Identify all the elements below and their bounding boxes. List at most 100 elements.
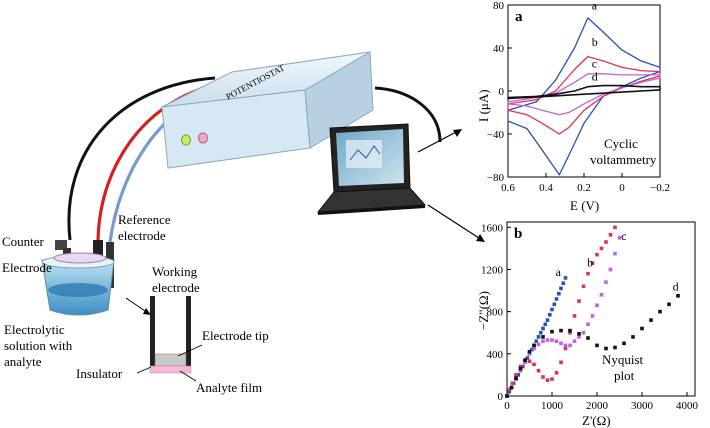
nyquist-point-a [550,307,554,312]
nyquist-point-d [658,309,662,314]
nyquist-point-a [559,286,563,291]
nyquist-point-b [541,375,545,379]
nyquist-point-a [563,276,568,280]
insulator-pointer [136,366,152,374]
nyquist-xtick-label: 2000 [586,400,609,412]
cv-ytick-label: 0 [499,86,505,98]
nyquist-point-c [613,251,617,256]
nyquist-point-d [586,336,590,340]
cv-curve-c [507,73,661,116]
nyquist-point-d [595,343,599,348]
nyquist-point-d [568,328,572,333]
nyquist-point-b [577,299,581,303]
nyquist-point-c [617,236,622,240]
working-label-line1: Working [152,264,198,279]
nyquist-point-d [577,332,581,336]
nyquist-point-d [509,385,514,390]
nyquist-point-c [541,339,545,343]
nyquist-ytick-label: 800 [487,307,504,319]
nyquist-point-a [534,339,539,343]
arrows [125,129,485,315]
electrochemical-cell [41,240,115,316]
nyquist-annotation-line1: Nyquist [602,352,644,367]
nyquist-point-c [532,346,536,351]
cv-xtick-label: 0.6 [501,182,515,194]
nyquist-point-c [595,303,599,308]
solution-surface [48,283,108,297]
nyquist-ytick-label: 1200 [481,264,504,276]
cv-curve-d [507,84,661,100]
nyquist-point-d [532,343,536,348]
cv-ylabel: I (μA) [476,89,491,122]
nyquist-annotation-line2: plot [614,368,635,383]
cv-ytick-label: 80 [493,0,505,12]
arrow-to-working [125,297,149,314]
nyquist-points [505,225,680,398]
nyquist-point-b [510,381,515,386]
nyquist-point-b [536,368,541,373]
nyquist-point-d [622,341,626,346]
nyquist-point-b [507,387,512,392]
nyquist-point-c [608,267,613,272]
analyte-film [149,365,192,374]
nyquist-point-d [550,329,554,334]
electrode-label: Electrode [2,260,52,275]
nyquist-point-a [536,335,541,339]
potentiostat-box: POTENTIOSTAT [161,51,374,169]
setup-labels: Counter Electrode Reference electrode El… [2,212,269,395]
nyquist-point-d [649,318,653,322]
nyquist-point-c [545,338,550,342]
cell-cap [53,252,107,264]
nyquist-point-a [507,390,511,394]
nyquist-point-c [554,339,559,343]
nyquist-point-b [563,346,568,351]
nyquist-xtick-label: 0 [504,400,510,412]
nyquist-point-c [559,341,563,346]
cv-ytick-label: 40 [493,43,505,55]
nyquist-series-label-c: c [621,229,626,243]
nyquist-point-a [516,373,521,377]
nyquist-point-a [521,364,525,369]
reference-label-line2: electrode [118,228,166,243]
nyquist-point-b [581,284,586,289]
nyquist-point-b [527,359,532,363]
counter-connector [55,240,67,250]
nyquist-point-b [572,314,577,318]
nyquist-point-d [527,349,532,354]
nyquist-series-label-a: a [556,265,562,279]
working-label-line2: electrode [152,280,200,295]
nyquist-point-d [541,335,545,339]
cv-annotation-line1: Cyclic [604,136,638,151]
nyquist-point-a [525,356,530,360]
nyquist-point-c [518,368,523,373]
arrow-to-cv [417,129,461,153]
nyquist-point-c [586,322,590,327]
nyquist-point-d [604,346,608,351]
cv-xlabel: E (V) [570,198,599,213]
black-wire-counter [67,76,216,241]
nyquist-point-a [552,302,557,307]
nyquist-point-a [530,347,534,352]
nyquist-point-d [667,302,671,307]
nyquist-xtick-label: 1000 [541,400,564,412]
working-electrode-detail [136,296,203,382]
nyquist-point-d [518,366,523,371]
nyquist-point-b [604,240,608,244]
nyquist-point-d [613,345,617,350]
nyquist-point-d [559,328,563,333]
analyte-film-pointer [179,370,197,382]
laptop [316,123,427,215]
cv-series-label-a: a [592,0,598,12]
nyquist-series-label-d: d [673,280,679,294]
nyquist-point-c [523,360,527,365]
nyquist-point-c [604,280,608,284]
electrode-tip-label: Electrode tip [202,328,269,343]
nyquist-point-b [545,378,550,382]
insulator-right [186,296,191,373]
